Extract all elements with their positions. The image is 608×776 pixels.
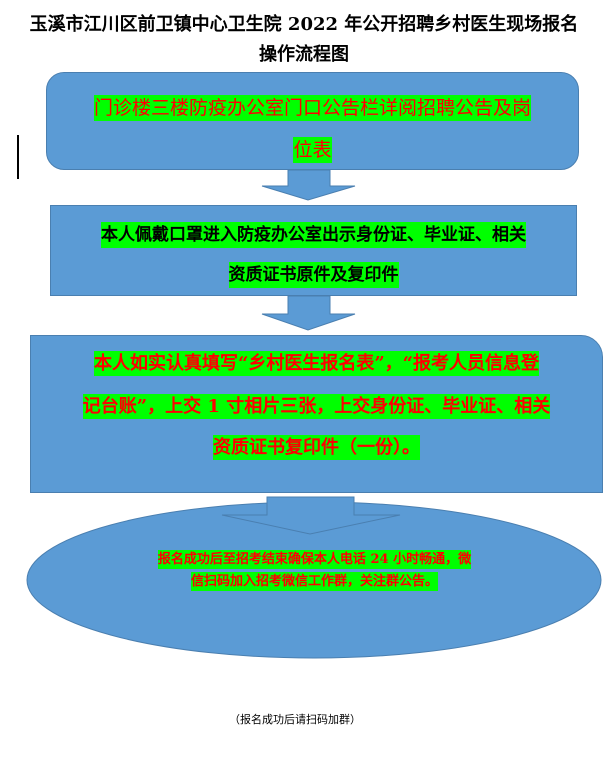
- step-3-line-3: 资质证书复印件（一份）。: [213, 435, 420, 460]
- document-title-line1: 玉溪市江川区前卫镇中心卫生院 2022 年公开招聘乡村医生现场报名: [29, 14, 579, 35]
- step-2-line-1: 本人佩戴口罩进入防疫办公室出示身份证、毕业证、相关: [101, 222, 526, 248]
- step-1-box: 门诊楼三楼防疫办公室门口公告栏详阅招聘公告及岗 位表: [46, 72, 579, 170]
- step-3-line-2: 记台账”，上交 1 寸相片三张，上交身份证、毕业证、相关: [82, 394, 551, 419]
- step-3-box: 本人如实认真填写“乡村医生报名表”，“报考人员信息登 记台账”，上交 1 寸相片…: [30, 335, 603, 493]
- arrow-down-icon: [261, 295, 356, 331]
- footer-note: （报名成功后请扫码加群）: [229, 713, 361, 726]
- step-4-line-2: 信扫码加入招考微信工作群，关注群公告。: [190, 572, 438, 591]
- step-3-line-1: 本人如实认真填写“乡村医生报名表”，“报考人员信息登: [93, 351, 540, 376]
- step-4-text: 报名成功后至招考结束确保本人电话 24 小时畅通，微 信扫码加入招考微信工作群，…: [27, 548, 602, 591]
- step-2-line-2: 资质证书原件及复印件: [228, 262, 399, 288]
- step-1-line-1: 门诊楼三楼防疫办公室门口公告栏详阅招聘公告及岗: [93, 95, 531, 121]
- document-title-line2: 操作流程图: [259, 44, 349, 65]
- step-1-line-2: 位表: [293, 137, 332, 163]
- arrow-down-icon: [221, 496, 401, 535]
- step-4-line-1: 报名成功后至招考结束确保本人电话 24 小时畅通，微: [157, 550, 472, 569]
- step-2-box: 本人佩戴口罩进入防疫办公室出示身份证、毕业证、相关 资质证书原件及复印件: [50, 205, 577, 296]
- arrow-down-icon: [261, 169, 356, 201]
- text-cursor: [17, 135, 19, 179]
